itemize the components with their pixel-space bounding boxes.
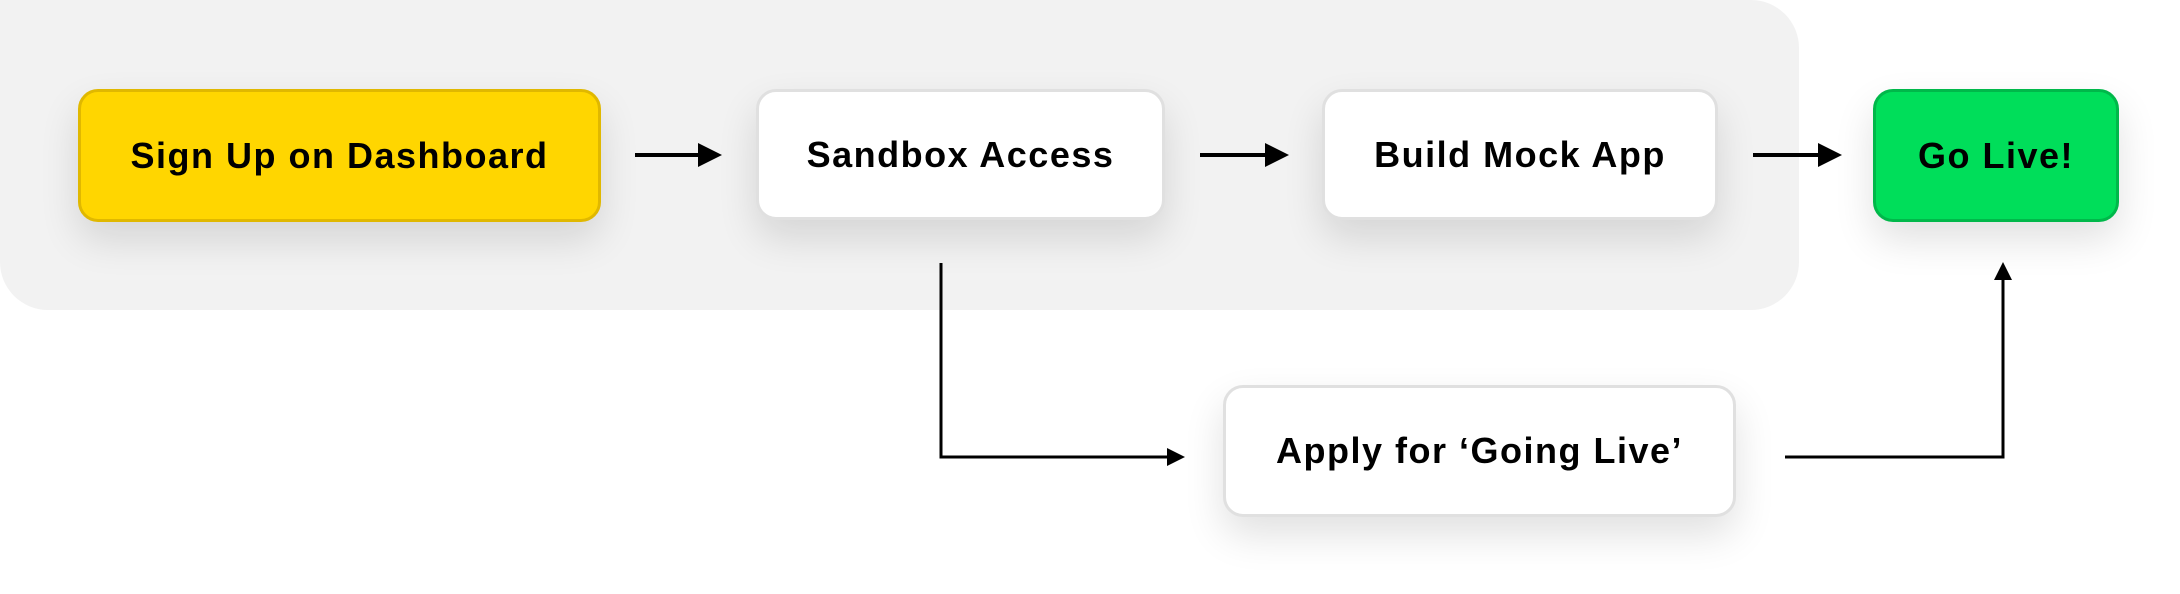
node-apply-going-live[interactable]: Apply for ‘Going Live’ [1223,385,1736,517]
node-label: Build Mock App [1374,133,1666,175]
arrow-apply-to-golive [1785,262,2012,459]
arrow-sandbox-to-apply [939,263,1185,466]
node-label: Sandbox Access [806,133,1115,175]
node-label: Apply for ‘Going Live’ [1275,430,1683,471]
node-label: Sign Up on Dashboard [130,134,549,176]
node-label: Go Live! [1917,134,2075,176]
node-go-live[interactable]: Go Live! [1873,89,2119,222]
node-sandbox-access[interactable]: Sandbox Access [756,89,1165,220]
node-build-mock-app[interactable]: Build Mock App [1322,89,1718,220]
node-sign-up[interactable]: Sign Up on Dashboard [78,89,601,222]
